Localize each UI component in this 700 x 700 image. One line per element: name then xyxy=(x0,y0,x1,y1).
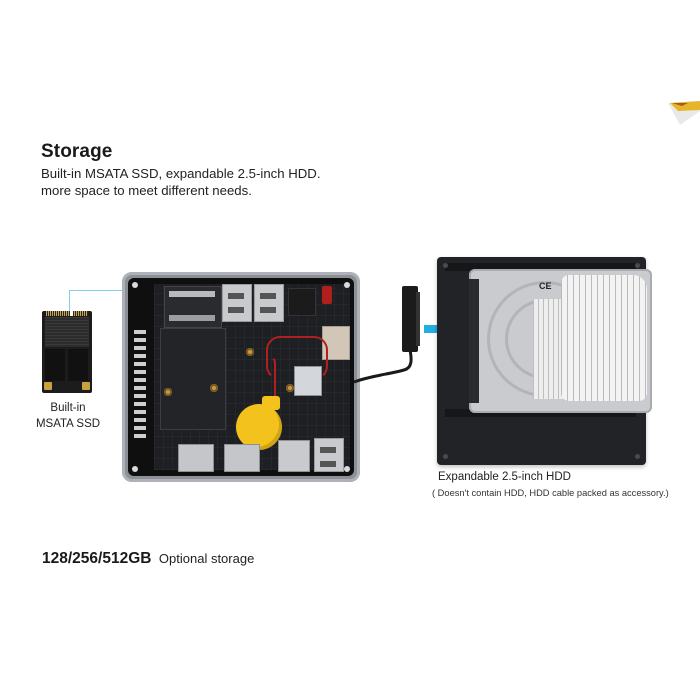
plate-rail xyxy=(445,409,636,417)
section-subtitle: Built-in MSATA SSD, expandable 2.5-inch … xyxy=(41,165,321,199)
ssd-flash-chip xyxy=(68,349,88,381)
mini-pc-chassis-image xyxy=(122,272,360,482)
cmos-battery-tab xyxy=(262,396,280,410)
storage-options: 128/256/512GB Optional storage xyxy=(42,550,254,568)
ssd-label-line-1: Built-in xyxy=(50,402,86,414)
chassis-interior xyxy=(128,278,354,476)
usb-port-stack xyxy=(314,438,344,472)
expansion-card-area xyxy=(160,328,226,430)
leader-line-vertical xyxy=(69,290,70,312)
usb-port-stack xyxy=(222,284,252,322)
ssd-controller-area xyxy=(45,317,89,347)
ce-mark: CE xyxy=(539,281,552,291)
hdmi-port xyxy=(224,444,260,472)
cmos-battery xyxy=(236,404,282,450)
hdd-product-label xyxy=(561,275,647,401)
hdmi-port xyxy=(178,444,214,472)
ssd-label: Built-in MSATA SSD xyxy=(30,400,106,432)
hdd-caption: Expandable 2.5-inch HDD xyxy=(438,471,571,483)
section-title: Storage xyxy=(41,141,113,162)
subtitle-line-2: more space to meet different needs. xyxy=(41,183,252,198)
corner-screw xyxy=(344,466,350,472)
ssd-notch xyxy=(70,311,73,316)
dc-power-jack xyxy=(288,288,316,316)
ssd-label-line-2: MSATA SSD xyxy=(35,418,101,430)
msata-slot xyxy=(164,286,222,328)
msata-ssd-icon xyxy=(42,311,92,393)
standoff-screw xyxy=(210,384,218,392)
plate-rail xyxy=(445,263,636,271)
storage-description: Optional storage xyxy=(158,551,255,566)
ssd-mount-pad xyxy=(82,382,90,390)
leader-line-horizontal xyxy=(69,290,169,291)
hdd-note: ( Doesn't contain HDD, HDD cable packed … xyxy=(432,488,669,498)
corner-screw xyxy=(132,466,138,472)
ssd-mount-pad xyxy=(44,382,52,390)
corner-fold-decoration xyxy=(668,101,700,125)
motherboard xyxy=(154,284,350,472)
subtitle-line-1: Built-in MSATA SSD, expandable 2.5-inch … xyxy=(41,166,321,181)
corner-screw xyxy=(132,282,138,288)
storage-capacities: 128/256/512GB xyxy=(42,550,152,567)
hdd-sata-connector xyxy=(469,279,479,403)
standoff-screw xyxy=(164,388,172,396)
sata-cable-icon xyxy=(353,286,420,384)
hdd-2-5-inch-icon: CE xyxy=(469,269,652,413)
corner-screw xyxy=(344,282,350,288)
standoff-screw xyxy=(286,384,294,392)
power-led-connector xyxy=(322,286,332,304)
wifi-module xyxy=(294,366,322,396)
side-vent xyxy=(134,330,146,438)
ssd-gold-contacts xyxy=(46,311,88,316)
ethernet-port xyxy=(278,440,310,472)
usb-port-stack xyxy=(254,284,284,322)
ssd-flash-chip xyxy=(45,349,65,381)
standoff-screw xyxy=(246,348,254,356)
